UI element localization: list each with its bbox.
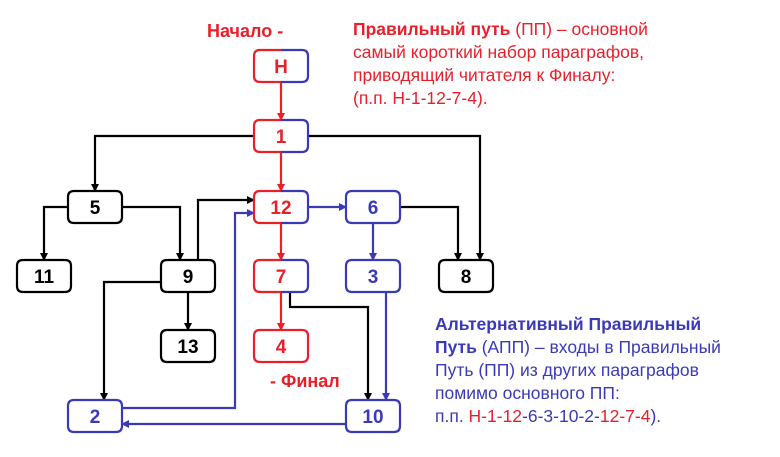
- main-note-line-3: приводящий читателя к Финалу:: [353, 65, 616, 85]
- node-label-5: 5: [90, 198, 101, 219]
- main-path-note: Правильный путь (ПП) – основной самый ко…: [353, 18, 773, 110]
- node-label-3: 3: [368, 267, 379, 288]
- node-6: 6: [344, 189, 402, 225]
- main-note-title: Правильный путь: [353, 19, 511, 39]
- node-8: 8: [437, 258, 495, 294]
- node-label-6: 6: [368, 198, 379, 219]
- node-9: 9: [159, 258, 217, 294]
- node-label-10: 10: [362, 407, 383, 428]
- edge-1-to-8: [308, 134, 484, 261]
- node-10: 10: [344, 398, 402, 434]
- node-7: 7: [252, 258, 310, 294]
- alt-note-prefix: п.п.: [435, 406, 469, 426]
- node-3: 3: [344, 258, 402, 294]
- alt-note-line-2: Путь (АПП) – входы в Правильный: [435, 336, 775, 359]
- node-2: 2: [66, 398, 124, 434]
- node-label-8: 8: [461, 267, 472, 288]
- node-13: 13: [159, 328, 217, 364]
- nodes-layer: Н 1 12 7 4 5 11 9 13 6 3 8 2 10: [15, 48, 495, 434]
- main-note-line-1: Правильный путь (ПП) – основной: [353, 18, 773, 41]
- main-note-line-4: (п.п. Н-1-12-7-4).: [353, 88, 488, 108]
- node-label-12: 12: [270, 198, 291, 219]
- edges-layer: [40, 82, 484, 428]
- node-label-1: 1: [276, 127, 287, 148]
- edge-5-to-9: [122, 205, 184, 261]
- path-part: -6-3-10-2-: [522, 406, 600, 426]
- alt-note-line-2-bold: Путь: [435, 337, 477, 357]
- path-part: 12-7-4: [599, 406, 651, 426]
- node-1: 1: [252, 118, 310, 154]
- path-part: ).: [650, 406, 662, 426]
- node-label-4: 4: [276, 337, 287, 358]
- final-label: - Финал: [270, 371, 340, 391]
- alt-note-line-1: Альтернативный Правильный: [435, 314, 702, 334]
- alt-note-line-3: Путь (ПП) из других параграфов: [435, 360, 699, 380]
- edge-5-to-11: [40, 205, 68, 261]
- node-12: 12: [252, 189, 310, 225]
- node-label-11: 11: [34, 267, 55, 288]
- alt-path-note: Альтернативный Правильный Путь (АПП) – в…: [435, 313, 775, 428]
- node-11: 11: [15, 258, 73, 294]
- node-4: 4: [252, 328, 310, 364]
- alt-note-line-4: помимо основного ПП:: [435, 383, 620, 403]
- alt-path-sequence: Н-1-12-6-3-10-2-12-7-4).: [469, 406, 662, 426]
- node-label-13: 13: [177, 337, 198, 358]
- edge-2-to-12: [122, 209, 255, 410]
- node-5: 5: [66, 189, 124, 225]
- node-label-h: Н: [274, 57, 288, 78]
- edge-1-to-5: [91, 134, 254, 192]
- edge-9-to-2: [100, 280, 161, 401]
- node-h: Н: [252, 48, 310, 84]
- edge-9-to-12: [196, 196, 255, 260]
- main-note-title-rest: (ПП) – основной: [510, 19, 648, 39]
- alt-note-line-5: п.п. Н-1-12-6-3-10-2-12-7-4).: [435, 405, 775, 428]
- node-label-7: 7: [276, 267, 287, 288]
- path-part: Н-1-12: [468, 406, 523, 426]
- node-label-2: 2: [90, 407, 101, 428]
- edge-6-to-8: [400, 205, 462, 261]
- node-label-9: 9: [183, 267, 194, 288]
- edge-7-to-10: [288, 292, 372, 401]
- main-note-line-2: самый короткий набор параграфов,: [353, 42, 645, 62]
- start-label: Начало -: [207, 21, 284, 41]
- alt-note-line-2-rest: (АПП) – входы в Правильный: [476, 337, 721, 357]
